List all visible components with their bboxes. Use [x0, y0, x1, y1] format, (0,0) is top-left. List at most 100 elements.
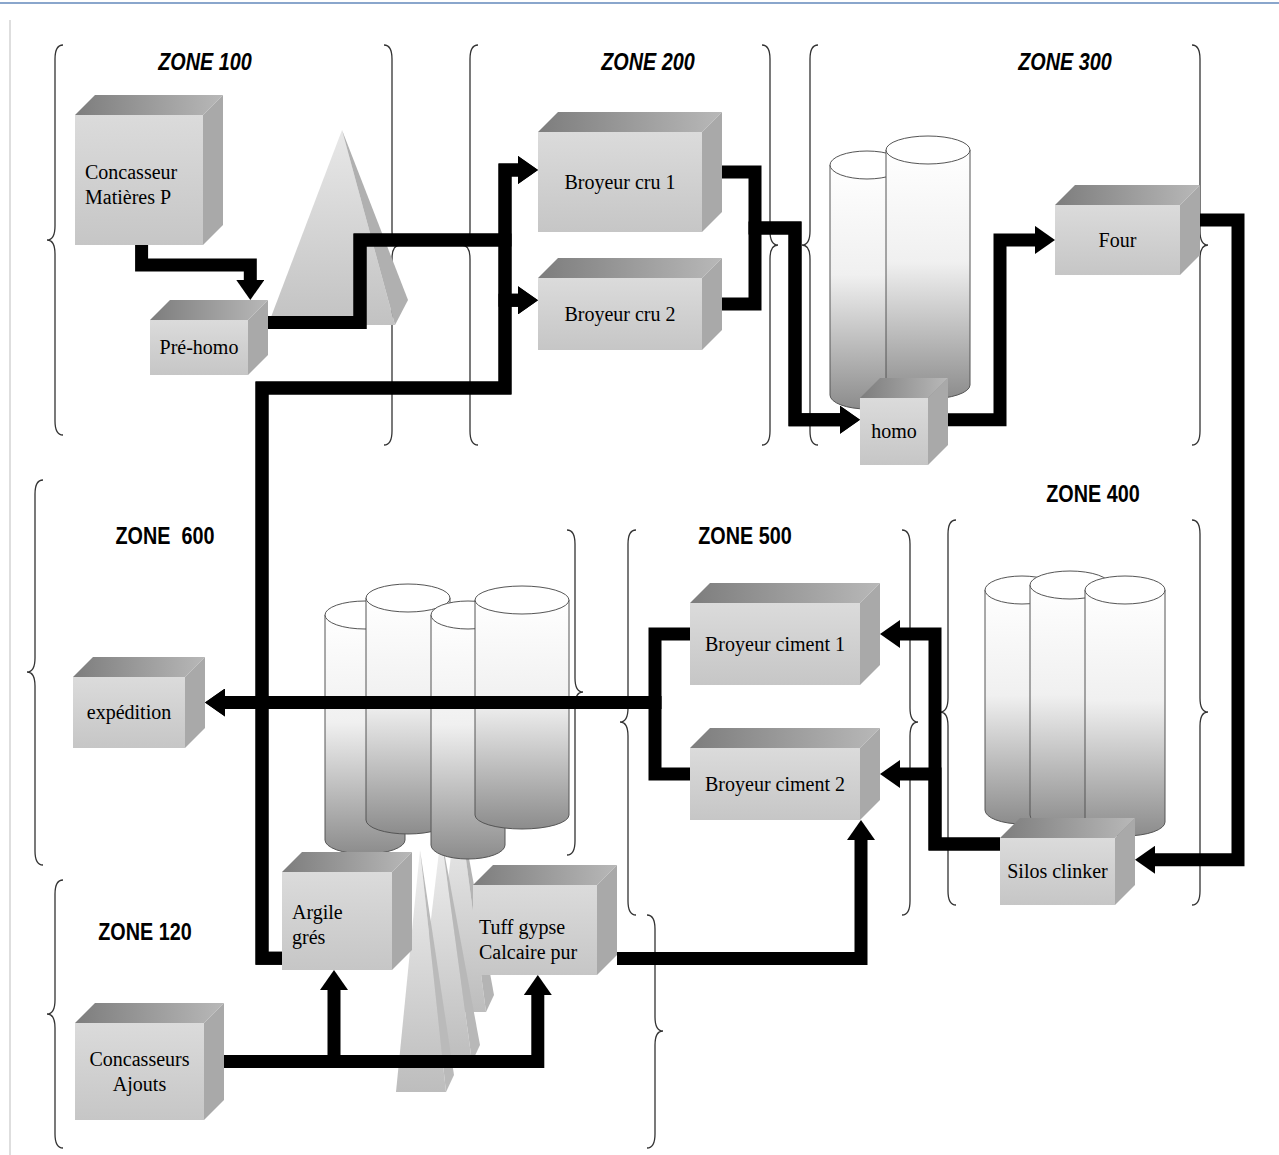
zone-brackets [27, 45, 1208, 1148]
process-box: Tuff gypse Calcaire pur [473, 865, 617, 975]
zone-bracket [47, 880, 63, 1148]
frame-line [0, 2, 1279, 4]
flow-arrow [948, 240, 1035, 420]
box-top-face [150, 300, 268, 320]
box-front-face [538, 132, 702, 232]
box-text: Pré-homo [160, 335, 239, 360]
box-text: Concasseurs Ajouts [82, 1047, 197, 1097]
box-front: Four [1055, 205, 1180, 275]
box-top-face [1055, 185, 1200, 205]
flow-arrow [722, 172, 840, 420]
process-box: Broyeur ciment 1 [690, 583, 880, 685]
flow-arrow [262, 300, 518, 958]
process-box: expédition [73, 657, 205, 748]
box-text: Silos clinker [1007, 859, 1108, 884]
flow-arrow [142, 245, 251, 280]
box-top-face [538, 112, 722, 132]
zone-label: ZONE 600 [116, 523, 215, 551]
box-top-face [75, 1003, 224, 1023]
flow-arrow [268, 170, 518, 323]
box-front: Tuff gypse Calcaire pur [473, 885, 597, 975]
box-side-face [248, 300, 268, 375]
box-front: Broyeur ciment 2 [690, 748, 860, 820]
box-front-face [473, 885, 597, 975]
box-front: Broyeur cru 2 [538, 278, 702, 350]
process-box: Broyeur cru 2 [538, 258, 722, 350]
zone-label: ZONE 100 [158, 49, 251, 77]
box-front: Broyeur cru 1 [538, 132, 702, 232]
process-box: Concasseurs Ajouts [75, 1003, 224, 1120]
box-top-face [690, 728, 880, 748]
zone-bracket [902, 530, 918, 915]
box-text: Tuff gypse Calcaire pur [479, 915, 589, 965]
box-top-face [473, 865, 617, 885]
box-top-face [690, 583, 880, 603]
zone-label: ZONE 200 [601, 49, 694, 77]
box-side-face [204, 1003, 224, 1120]
zone-label: ZONE 400 [1046, 481, 1139, 509]
box-front-face [690, 603, 860, 685]
pile-side [342, 130, 408, 325]
flow-arrow [722, 228, 840, 420]
flow-arrow [617, 840, 861, 959]
box-front: homo [860, 398, 928, 465]
flow-arrow [1155, 220, 1238, 860]
box-top-face [75, 95, 223, 115]
process-box: Four [1055, 185, 1200, 275]
process-box: Silos clinker [1000, 818, 1135, 905]
box-text: Concasseur Matières P [85, 160, 195, 210]
box-front-face [75, 115, 203, 245]
silo-top [475, 586, 569, 614]
box-side-face [860, 583, 880, 685]
zone-bracket [27, 480, 43, 865]
box-top-face [538, 258, 722, 278]
box-side-face [860, 728, 880, 820]
flow-arrow [268, 240, 518, 323]
box-side-face [1115, 818, 1135, 905]
homo-silos [830, 136, 970, 409]
box-front-face [150, 320, 248, 375]
box-front-face [73, 677, 185, 748]
flow-arrow [225, 634, 690, 703]
flow-arrow [262, 170, 518, 958]
zone-bracket [762, 45, 778, 445]
flow-arrow [225, 703, 690, 775]
box-text: Broyeur ciment 1 [705, 632, 845, 657]
box-side-face [928, 378, 948, 465]
box-front-face [1000, 838, 1115, 905]
silo-body [1085, 590, 1165, 836]
edge-group [142, 170, 1238, 1062]
zone-bracket [620, 530, 636, 915]
zone-bracket [1192, 520, 1208, 905]
box-side-face [203, 95, 223, 245]
box-front: Pré-homo [150, 320, 248, 375]
zone-bracket [802, 45, 818, 445]
box-top-face [282, 852, 412, 872]
box-top-face [73, 657, 205, 677]
box-front-face [538, 278, 702, 350]
process-box: Argile grés [282, 852, 412, 970]
zone-bracket [647, 915, 663, 1148]
process-box: Pré-homo [150, 300, 268, 375]
box-text: Four [1099, 228, 1137, 253]
box-front-face [75, 1023, 204, 1120]
box-side-face [1180, 185, 1200, 275]
box-front-face [1055, 205, 1180, 275]
silo-top [1085, 576, 1165, 604]
clinker-silos [985, 571, 1165, 836]
zone-label: ZONE 300 [1018, 49, 1111, 77]
box-text: expédition [87, 700, 171, 725]
process-box: Broyeur ciment 2 [690, 728, 880, 820]
flow-arrow [224, 995, 538, 1062]
box-top-face [1000, 818, 1135, 838]
box-text: Broyeur cru 1 [564, 170, 675, 195]
process-box: Broyeur cru 1 [538, 112, 722, 232]
box-front: Silos clinker [1000, 838, 1115, 905]
box-front: Argile grés [282, 872, 392, 970]
box-text: Argile grés [292, 900, 367, 950]
box-front: Concasseurs Ajouts [75, 1023, 204, 1120]
box-text: Broyeur cru 2 [564, 302, 675, 327]
box-text: homo [871, 419, 917, 444]
